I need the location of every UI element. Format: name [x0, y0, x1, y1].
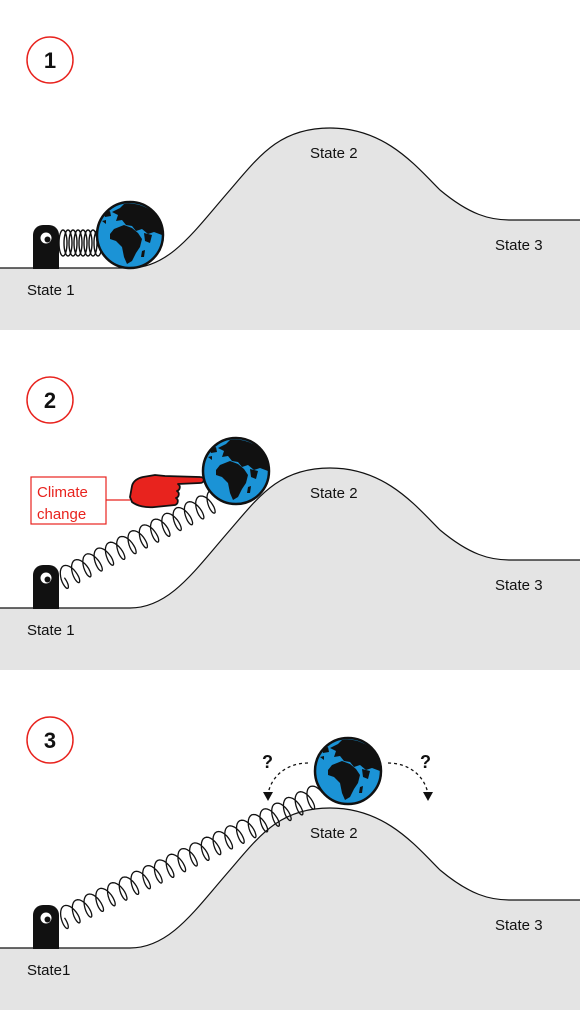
climate-change-callout: [30, 476, 107, 525]
spring-coil-icon: [59, 489, 223, 590]
earth-globe-icon: [201, 436, 271, 506]
state-2-label: State 2: [310, 145, 358, 162]
uncertainty-left-mark: ?: [262, 752, 273, 772]
step-badge: [26, 716, 74, 764]
landscape-ground: [0, 808, 580, 1010]
panel-2: 2 Climate change State 1 State 2 State 3: [0, 340, 580, 680]
callout-line-1: Climate: [37, 484, 88, 501]
step-number: 2: [44, 388, 56, 413]
panel-1: 1 State 1 State 2 State 3: [0, 0, 580, 340]
anchor-post-icon: [33, 225, 59, 269]
landscape-ground: [0, 128, 580, 330]
state-3-label: State 3: [495, 577, 543, 594]
step-badge: [26, 36, 74, 84]
spring-coil-icon: [59, 785, 323, 930]
step-number: 3: [44, 728, 56, 753]
state-1-label: State 1: [27, 282, 75, 299]
earth-globe-icon: [313, 736, 383, 806]
state-3-label: State 3: [495, 917, 543, 934]
state-3-label: State 3: [495, 237, 543, 254]
state-1-label: State 1: [27, 622, 75, 639]
spring-coil-icon: [58, 229, 103, 257]
anchor-post-icon: [33, 565, 59, 609]
landscape-ground: [0, 468, 580, 670]
step-number: 1: [44, 48, 56, 73]
uncertainty-right-mark: ?: [420, 752, 431, 772]
dashed-curved-arrow-icon: [267, 762, 309, 795]
dashed-curved-arrow-icon: [387, 762, 429, 795]
anchor-post-icon: [33, 905, 59, 949]
panel-3: 3 ? ? State1 State 2 State 3: [0, 680, 580, 1020]
state-1-label: State1: [27, 962, 70, 979]
earth-globe-icon: [95, 200, 165, 270]
step-badge: [26, 376, 74, 424]
state-2-label: State 2: [310, 825, 358, 842]
callout-line-2: change: [37, 506, 86, 523]
pointing-hand-icon: [129, 474, 205, 509]
state-2-label: State 2: [310, 485, 358, 502]
